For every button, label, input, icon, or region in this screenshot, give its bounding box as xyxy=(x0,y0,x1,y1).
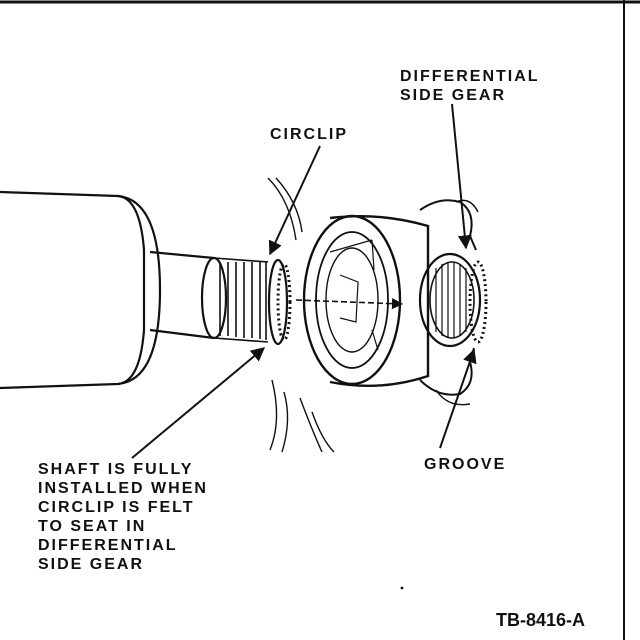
leader-note xyxy=(131,347,266,459)
half-shaft xyxy=(0,190,228,390)
label-differential-side-gear-line1: DIFFERENTIAL xyxy=(400,68,540,85)
label-install-note: SHAFT IS FULLY INSTALLED WHEN CIRCLIP IS… xyxy=(38,460,208,574)
note-line-4: TO SEAT IN xyxy=(38,518,147,535)
splined-stub xyxy=(213,257,269,343)
case-hatching xyxy=(267,177,335,453)
circlip-ring xyxy=(267,258,292,346)
label-groove: GROOVE xyxy=(424,456,507,473)
label-differential-side-gear: DIFFERENTIAL SIDE GEAR xyxy=(400,67,540,105)
note-line-1: SHAFT IS FULLY xyxy=(38,461,194,478)
label-circlip: CIRCLIP xyxy=(270,126,348,143)
leader-differential-side-gear xyxy=(451,103,472,250)
figure-id: TB-8416-A xyxy=(496,610,586,630)
note-line-3: CIRCLIP IS FELT xyxy=(38,499,195,516)
label-differential-side-gear-line2: SIDE GEAR xyxy=(400,87,507,104)
stray-dot xyxy=(400,586,404,590)
side-gear xyxy=(418,199,488,406)
insertion-arrow xyxy=(295,298,404,310)
note-line-2: INSTALLED WHEN xyxy=(38,480,208,497)
leader-circlip xyxy=(268,145,321,256)
differential-case xyxy=(302,214,430,388)
note-line-5: DIFFERENTIAL xyxy=(38,537,178,554)
leader-groove xyxy=(439,348,477,449)
note-line-6: SIDE GEAR xyxy=(38,556,145,573)
